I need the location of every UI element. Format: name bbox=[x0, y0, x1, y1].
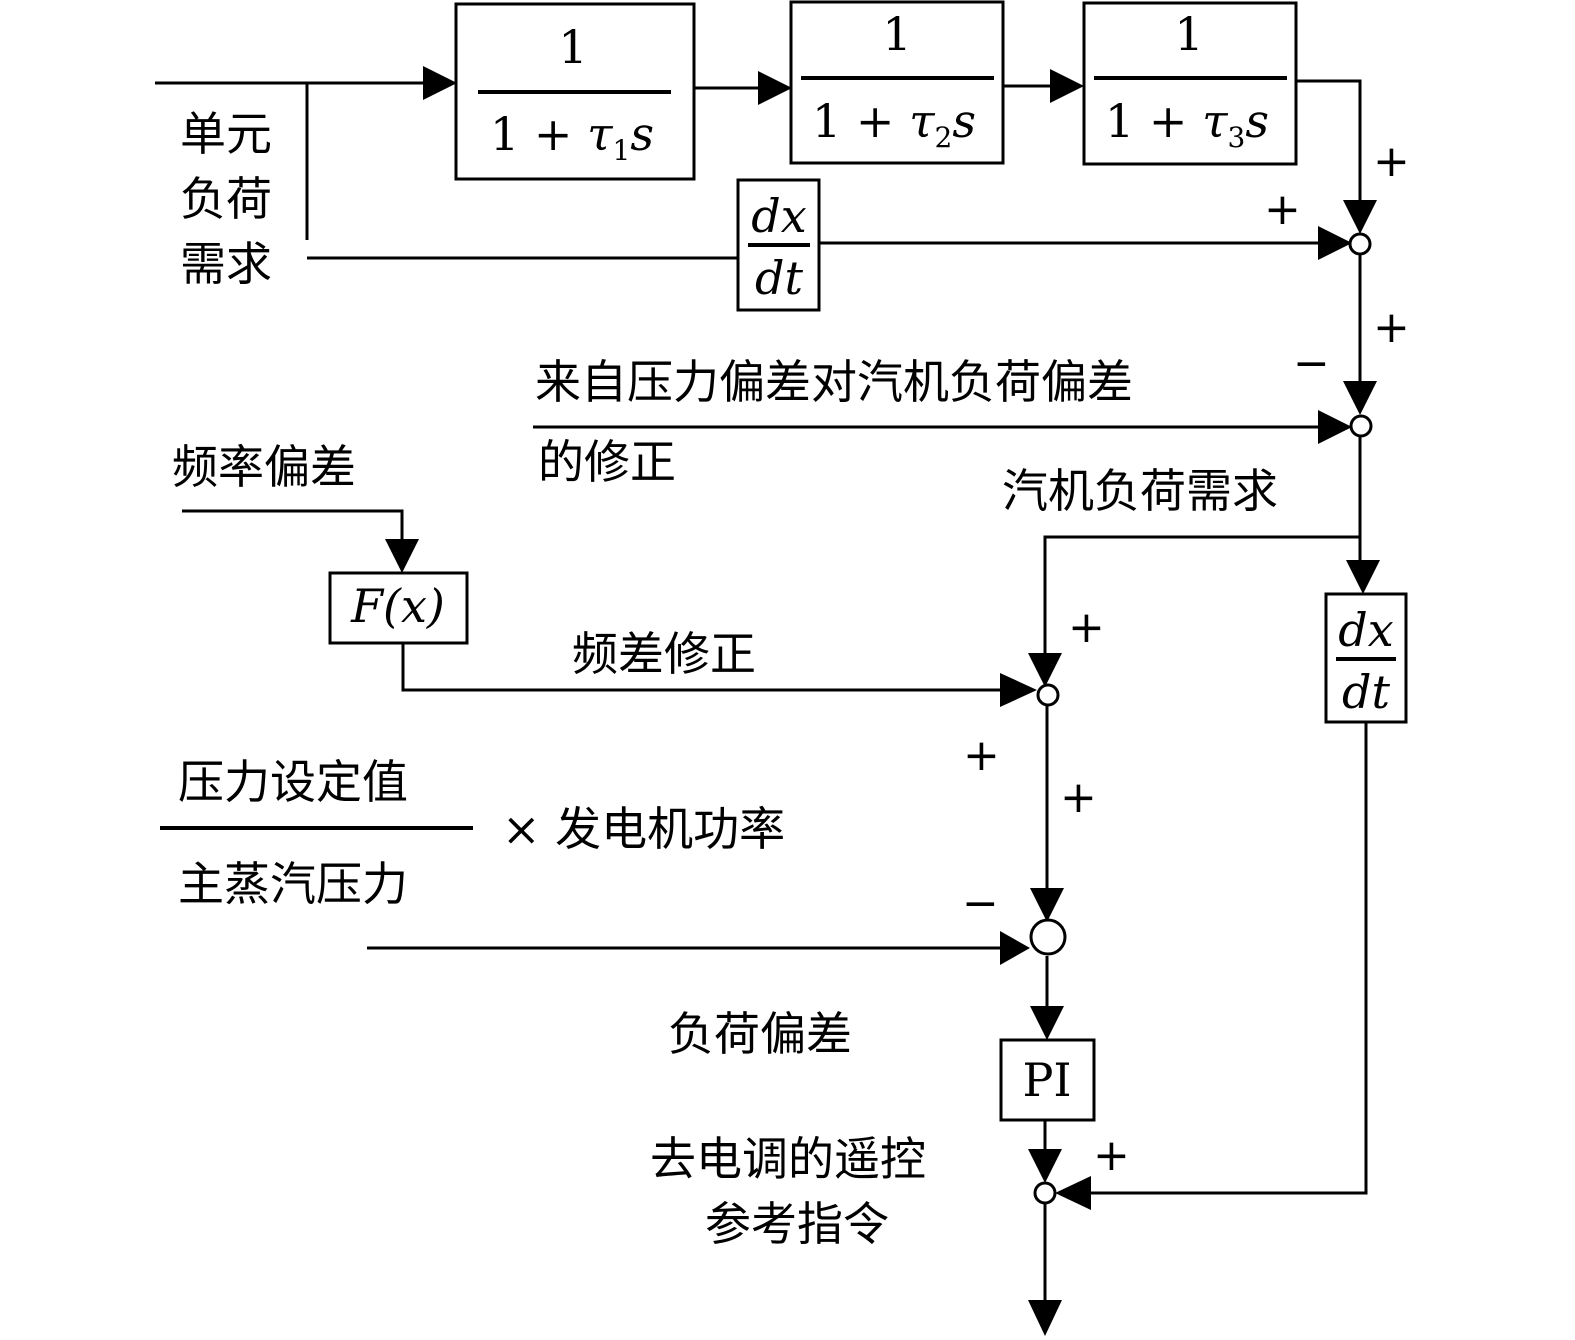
arrow-into-sj3-left bbox=[1000, 673, 1037, 707]
deriv2-numerator: dx bbox=[1338, 603, 1393, 657]
arrow-into-sj1-left bbox=[1318, 226, 1352, 260]
lag3-numerator: 1 bbox=[1174, 7, 1203, 61]
deriv2-denominator: dt bbox=[1342, 665, 1390, 719]
turbine-load-demand-label: 汽机负荷需求 bbox=[1002, 464, 1278, 518]
function-block: F(x) bbox=[328, 571, 469, 645]
sj1-left-sign: + bbox=[1264, 184, 1301, 235]
lag-block-2: 1 1 + τ2s bbox=[789, 0, 1005, 165]
derivative-block-1: dx dt bbox=[736, 178, 821, 312]
lag-block-3: 1 1 + τ3s bbox=[1082, 1, 1298, 166]
arrow-into-lag2 bbox=[758, 71, 792, 105]
summing-junctions bbox=[1029, 232, 1373, 1205]
pi-controller-block: PI bbox=[999, 1038, 1096, 1122]
main-steam-pressure-label: 主蒸汽压力 bbox=[178, 857, 408, 911]
derivative-block-2: dx dt bbox=[1324, 592, 1408, 724]
lag1-numerator: 1 bbox=[558, 20, 587, 74]
arrow-into-sj5-top bbox=[1028, 1149, 1062, 1183]
pressure-setpoint-label: 压力设定值 bbox=[178, 755, 408, 809]
arrowheads bbox=[385, 66, 1380, 1336]
arrow-into-sj3-top bbox=[1028, 653, 1062, 687]
summing-junction-2 bbox=[1349, 414, 1373, 438]
remote-reference-label-1: 去电调的遥控 bbox=[650, 1132, 926, 1186]
sj3-left-sign: + bbox=[963, 730, 1000, 781]
times-generator-power-label: × 发电机功率 bbox=[502, 802, 785, 856]
summing-junction-1 bbox=[1348, 232, 1372, 256]
arrow-into-pi bbox=[1030, 1006, 1064, 1040]
arrow-output bbox=[1028, 1300, 1062, 1336]
frequency-correction-label: 频差修正 bbox=[572, 627, 756, 681]
text-labels: 单元 负荷 需求 来自压力偏差对汽机负荷偏差 的修正 频率偏差 汽机负荷需求 频… bbox=[172, 107, 1278, 1251]
sj1-top-sign: + bbox=[1373, 136, 1410, 187]
deriv1-denominator: dt bbox=[755, 251, 803, 305]
pi-label: PI bbox=[1022, 1053, 1071, 1107]
sj4-left-sign: − bbox=[962, 878, 999, 929]
load-deviation-label: 负荷偏差 bbox=[668, 1007, 852, 1061]
sj3-top-sign: + bbox=[1068, 602, 1105, 653]
arrow-into-deriv2 bbox=[1346, 560, 1380, 594]
summing-junction-5 bbox=[1033, 1181, 1057, 1205]
arrow-into-sj5-right bbox=[1055, 1176, 1091, 1210]
lag1-denominator: 1 + τ1s bbox=[490, 107, 654, 167]
function-label: F(x) bbox=[350, 579, 445, 633]
pressure-correction-label-2: 的修正 bbox=[538, 435, 676, 489]
summing-junction-3 bbox=[1036, 683, 1060, 707]
deriv1-numerator: dx bbox=[751, 189, 806, 243]
unit-load-demand-label-1: 单元 bbox=[180, 107, 272, 161]
arrow-into-sj1-top bbox=[1343, 200, 1377, 234]
arrow-into-sj4-left bbox=[1000, 931, 1030, 965]
arrow-into-lag3 bbox=[1050, 69, 1084, 103]
remote-reference-label-2: 参考指令 bbox=[705, 1197, 889, 1251]
arrow-into-lag1 bbox=[423, 66, 457, 100]
signal-lines bbox=[155, 79, 1368, 1302]
junction-signs: + + + − + + + − + bbox=[962, 136, 1410, 1181]
sj2-top-sign: + bbox=[1373, 302, 1410, 353]
arrow-into-func bbox=[385, 539, 419, 573]
sj5-right-sign: + bbox=[1093, 1130, 1130, 1181]
pressure-correction-label-1: 来自压力偏差对汽机负荷偏差 bbox=[535, 355, 1133, 409]
sj4-top-sign: + bbox=[1060, 772, 1097, 823]
unit-load-demand-label-3: 需求 bbox=[180, 237, 272, 291]
lag-block-1: 1 1 + τ1s bbox=[454, 2, 696, 181]
arrow-into-sj4-top bbox=[1030, 888, 1064, 922]
frequency-deviation-label: 频率偏差 bbox=[172, 440, 356, 494]
lag3-denominator: 1 + τ3s bbox=[1105, 94, 1269, 154]
arrow-into-sj2-left bbox=[1318, 410, 1352, 444]
lag2-denominator: 1 + τ2s bbox=[812, 94, 976, 154]
unit-load-demand-label-2: 负荷 bbox=[180, 172, 272, 226]
sj2-left-sign: − bbox=[1293, 338, 1330, 389]
arrow-into-sj2-top bbox=[1343, 381, 1377, 415]
lag2-numerator: 1 bbox=[882, 7, 911, 61]
summing-junction-4 bbox=[1029, 918, 1067, 956]
